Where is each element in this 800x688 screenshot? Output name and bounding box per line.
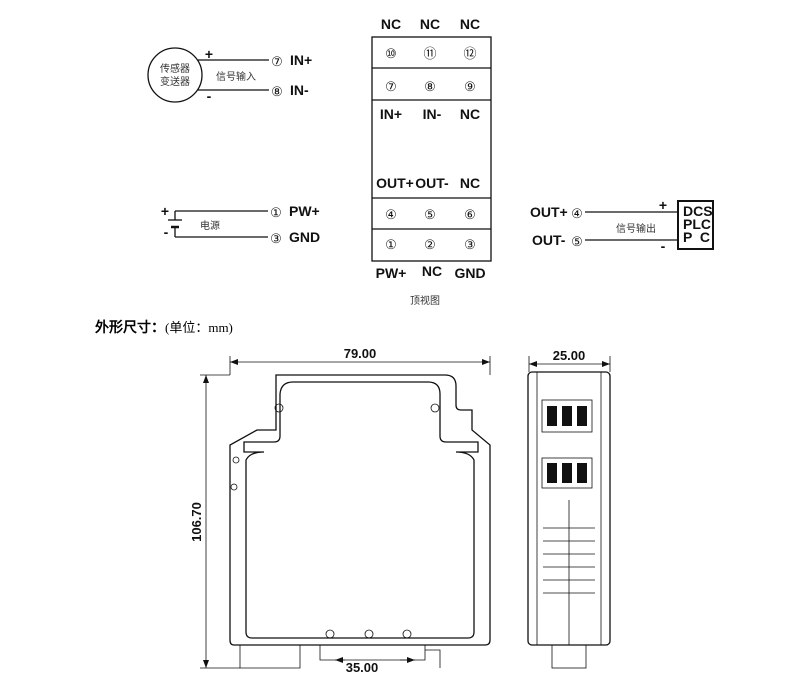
output-label: NC <box>460 175 480 191</box>
terminal-1: ① <box>385 237 397 252</box>
power-wiring: + - 电源 ① PW+ ③ GND <box>161 203 320 246</box>
footer-label: PW+ <box>376 265 407 281</box>
header-label: NC <box>381 16 401 32</box>
sensor-label: 传感器 <box>160 62 190 75</box>
pin-5: ⑤ <box>571 234 583 249</box>
terminal-2: ② <box>424 237 436 252</box>
power-label: 电源 <box>200 219 220 232</box>
input-label: NC <box>460 106 480 122</box>
header-label: NC <box>420 16 440 32</box>
dimensions-heading: 外形尺寸：(单位：mm) <box>95 319 233 336</box>
gnd-label: GND <box>289 229 320 245</box>
terminal-11: ⑪ <box>423 46 436 61</box>
pin-8: ⑧ <box>271 84 283 99</box>
pw-plus-label: PW+ <box>289 203 320 219</box>
pin-3: ③ <box>270 231 282 246</box>
plus-sign: + <box>161 203 169 219</box>
terminal-9: ⑨ <box>464 79 476 94</box>
output-label: OUT+ <box>376 175 414 191</box>
side-view-drawing: 79.00 106.70 35.00 <box>189 346 491 675</box>
in-plus-label: IN+ <box>290 52 312 68</box>
footer-label: NC <box>422 263 442 279</box>
plus-sign: + <box>205 46 213 62</box>
terminal-block-top-view: NC NC NC ⑩ ⑪ ⑫ ⑦ ⑧ ⑨ IN+ IN- NC OUT+ OUT… <box>371 16 492 307</box>
input-label: IN- <box>423 106 442 122</box>
pin-4: ④ <box>571 206 583 221</box>
in-minus-label: IN- <box>290 82 309 98</box>
minus-sign: - <box>661 238 666 254</box>
minus-sign: - <box>207 88 212 104</box>
device-label: P C <box>683 229 710 245</box>
terminal-7: ⑦ <box>385 79 397 94</box>
heading-unit: (单位：mm) <box>165 320 233 335</box>
signal-output-label: 信号输出 <box>616 222 656 235</box>
width-dimension: 79.00 <box>344 346 377 361</box>
out-minus-label: OUT- <box>532 232 566 248</box>
sensor-label: 变送器 <box>160 75 190 88</box>
terminal-5: ⑤ <box>424 207 436 222</box>
top-view-caption: 顶视图 <box>410 294 440 307</box>
terminal-8: ⑧ <box>424 79 436 94</box>
device-label: DCS <box>683 203 713 219</box>
heading-bold: 外形尺寸： <box>95 319 165 336</box>
front-view-drawing: 25.00 <box>527 348 611 669</box>
minus-sign: - <box>164 224 169 240</box>
sensor-circle <box>147 47 203 103</box>
terminal-10: ⑩ <box>385 46 397 61</box>
output-label: OUT- <box>415 175 449 191</box>
depth-dimension: 25.00 <box>553 348 586 363</box>
output-wiring: OUT+ ④ OUT- ⑤ 信号输出 + - DCS PLC P C <box>530 197 714 254</box>
rail-dimension: 35.00 <box>346 660 379 675</box>
footer-label: GND <box>454 265 485 281</box>
input-label: IN+ <box>380 106 402 122</box>
plus-sign: + <box>659 197 667 213</box>
terminal-3: ③ <box>464 237 476 252</box>
device-label: PLC <box>683 216 711 232</box>
pin-1: ① <box>270 205 282 220</box>
terminal-block-outline <box>371 36 492 262</box>
header-label: NC <box>460 16 480 32</box>
out-plus-label: OUT+ <box>530 204 568 220</box>
terminal-4: ④ <box>385 207 397 222</box>
dcs-plc-box <box>677 200 714 250</box>
height-dimension: 106.70 <box>189 502 204 542</box>
terminal-12: ⑫ <box>463 46 476 61</box>
input-wiring: 传感器 变送器 + - 信号输入 ⑦ IN+ ⑧ IN- <box>147 46 312 104</box>
signal-input-label: 信号输入 <box>216 70 256 83</box>
pin-7: ⑦ <box>271 54 283 69</box>
terminal-6: ⑥ <box>464 207 476 222</box>
